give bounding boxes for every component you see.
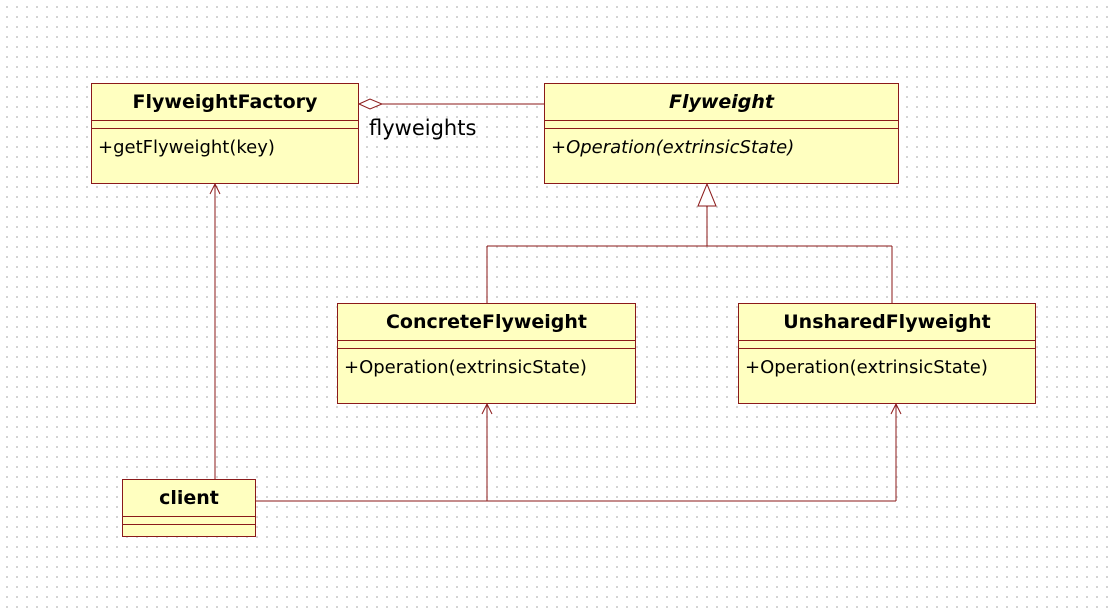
class-concrete-flyweight[interactable]: ConcreteFlyweight +Operation(extrinsicSt…	[337, 303, 636, 404]
attributes-compartment	[123, 517, 255, 525]
class-flyweight-factory[interactable]: FlyweightFactory +getFlyweight(key)	[91, 83, 359, 184]
aggregation-label: flyweights	[369, 116, 477, 140]
generalization-triangle	[697, 182, 717, 207]
class-unshared-flyweight[interactable]: UnsharedFlyweight +Operation(extrinsicSt…	[738, 303, 1036, 404]
attributes-compartment	[92, 121, 358, 129]
class-operation: +Operation(extrinsicState)	[344, 357, 587, 378]
class-flyweight[interactable]: Flyweight +Operation(extrinsicState)	[544, 83, 899, 184]
attributes-compartment	[338, 341, 635, 349]
class-name: ConcreteFlyweight	[338, 304, 635, 341]
attributes-compartment	[739, 341, 1035, 349]
class-name: FlyweightFactory	[92, 84, 358, 121]
aggregation-diamond	[357, 98, 384, 110]
client-concrete-arrowhead	[481, 402, 493, 415]
client-factory-arrowhead	[209, 182, 221, 195]
attributes-compartment	[545, 121, 898, 129]
class-operation: +Operation(extrinsicState)	[745, 357, 988, 378]
client-unshared-arrowhead	[890, 402, 902, 415]
class-operation: +Operation(extrinsicState)	[551, 137, 795, 158]
class-client[interactable]: client	[122, 479, 256, 537]
class-name: Flyweight	[545, 84, 898, 121]
class-operation: +getFlyweight(key)	[98, 137, 275, 158]
class-name: UnsharedFlyweight	[739, 304, 1035, 341]
class-name: client	[123, 480, 255, 517]
